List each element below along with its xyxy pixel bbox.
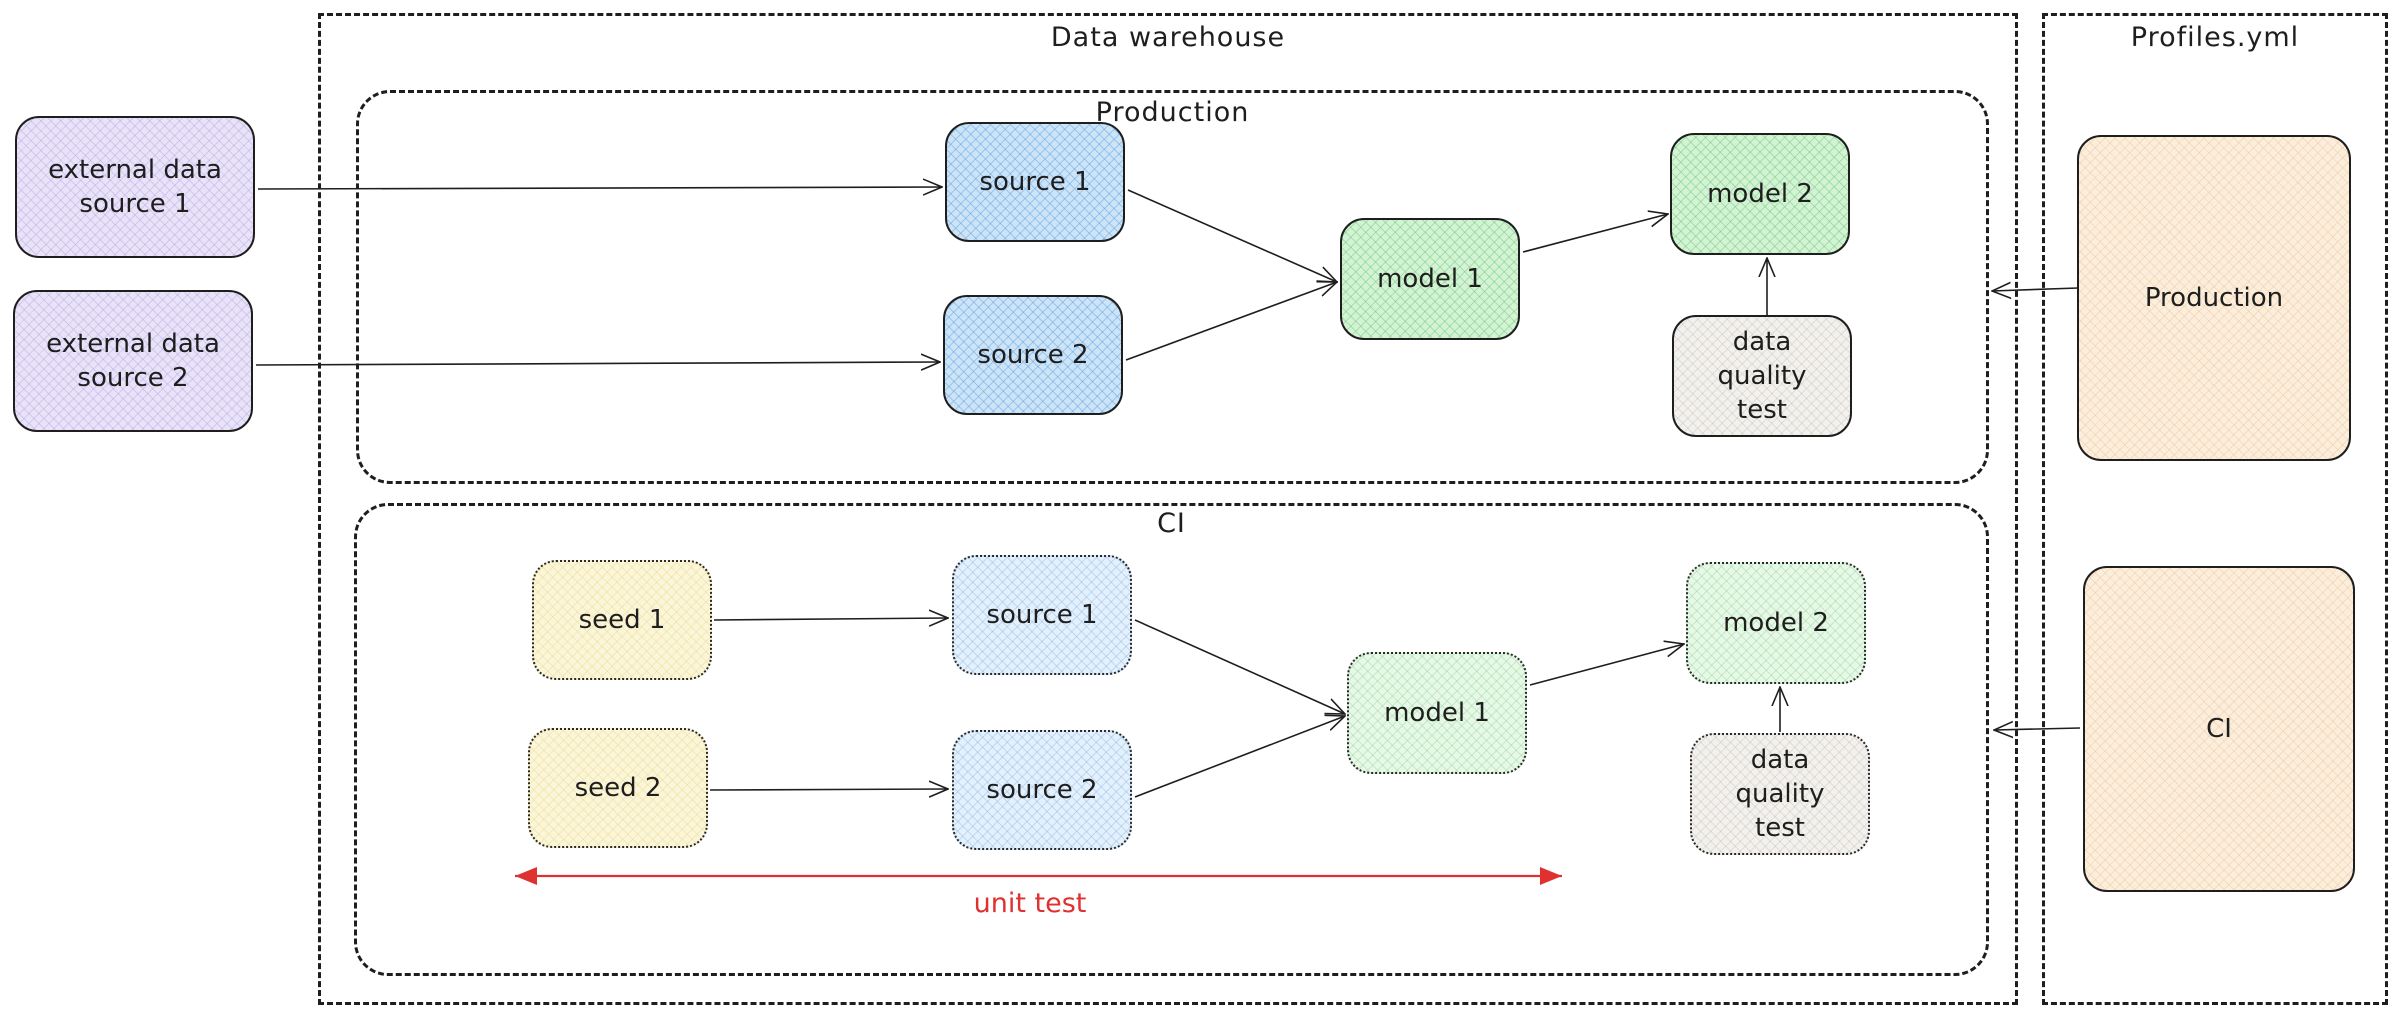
ci-frame: CI bbox=[354, 503, 1989, 976]
ci-model-2[interactable]: model 2 bbox=[1686, 562, 1866, 684]
prod-model-2[interactable]: model 2 bbox=[1670, 133, 1850, 255]
profiles-title: Profiles.yml bbox=[2130, 22, 2300, 53]
data-warehouse-title: Data warehouse bbox=[1050, 22, 1286, 53]
ci-source-2[interactable]: source 2 bbox=[952, 730, 1132, 850]
ci-test-line-3: test bbox=[1755, 813, 1805, 843]
ci-source-2-label: source 2 bbox=[986, 775, 1098, 805]
ci-model-2-label: model 2 bbox=[1723, 608, 1829, 638]
edge-profile-production-to-warehouse bbox=[1992, 288, 2079, 291]
ci-title: CI bbox=[1157, 508, 1186, 539]
prod-model-1[interactable]: model 1 bbox=[1340, 218, 1520, 340]
prod-data-quality-test[interactable]: data quality test bbox=[1672, 315, 1852, 437]
unit-test-label: unit test bbox=[973, 888, 1087, 919]
ci-model-1-label: model 1 bbox=[1384, 698, 1490, 728]
edge-seed1-to-ci-source1 bbox=[713, 618, 948, 620]
external-source-2-line-1: external data bbox=[46, 329, 220, 359]
ci-seed-2-label: seed 2 bbox=[574, 773, 662, 803]
production-title: Production bbox=[1095, 97, 1250, 128]
profile-ci[interactable]: CI bbox=[2083, 566, 2355, 892]
edge-profile-ci-to-warehouse bbox=[1994, 728, 2081, 730]
prod-test-line-2: quality bbox=[1717, 361, 1807, 391]
edge-ci-source2-to-model1 bbox=[1134, 716, 1345, 798]
ci-model-1[interactable]: model 1 bbox=[1347, 652, 1527, 774]
prod-test-line-1: data bbox=[1732, 327, 1792, 357]
profiles-frame: Profiles.yml bbox=[2042, 13, 2388, 1005]
profile-production[interactable]: Production bbox=[2077, 135, 2351, 461]
prod-source-1-label: source 1 bbox=[979, 167, 1091, 197]
edge-prod-source1-to-model1 bbox=[1127, 189, 1337, 282]
edge-prod-model1-to-model2 bbox=[1522, 214, 1668, 253]
prod-test-line-3: test bbox=[1737, 395, 1787, 425]
prod-source-1[interactable]: source 1 bbox=[945, 122, 1125, 242]
profile-ci-label: CI bbox=[2206, 714, 2232, 744]
external-source-1-line-2: source 1 bbox=[79, 189, 191, 219]
ci-seed-1-label: seed 1 bbox=[578, 605, 666, 635]
edge-ci-source1-to-model1 bbox=[1134, 619, 1345, 714]
prod-model-1-label: model 1 bbox=[1377, 264, 1483, 294]
edge-prod-source2-to-model1 bbox=[1125, 282, 1337, 361]
edge-ext2-to-prod-source2 bbox=[255, 362, 940, 365]
prod-source-2-label: source 2 bbox=[977, 340, 1089, 370]
production-frame: Production bbox=[356, 90, 1989, 484]
external-data-source-2[interactable]: external data source 2 bbox=[13, 290, 253, 432]
edge-ci-model1-to-model2 bbox=[1529, 644, 1684, 686]
external-source-2-line-2: source 2 bbox=[77, 363, 189, 393]
data-warehouse-frame: Data warehouse bbox=[318, 13, 2018, 1005]
ci-source-1-label: source 1 bbox=[986, 600, 1098, 630]
edge-ext1-to-prod-source1 bbox=[257, 187, 942, 189]
ci-seed-2[interactable]: seed 2 bbox=[528, 728, 708, 848]
ci-test-line-1: data bbox=[1750, 745, 1810, 775]
ci-source-1[interactable]: source 1 bbox=[952, 555, 1132, 675]
ci-test-line-2: quality bbox=[1735, 779, 1825, 809]
external-data-source-1[interactable]: external data source 1 bbox=[15, 116, 255, 258]
edge-seed2-to-ci-source2 bbox=[709, 789, 948, 790]
external-source-1-line-1: external data bbox=[48, 155, 222, 185]
prod-model-2-label: model 2 bbox=[1707, 179, 1813, 209]
prod-source-2[interactable]: source 2 bbox=[943, 295, 1123, 415]
ci-data-quality-test[interactable]: data quality test bbox=[1690, 733, 1870, 855]
profile-production-label: Production bbox=[2144, 283, 2284, 313]
ci-seed-1[interactable]: seed 1 bbox=[532, 560, 712, 680]
